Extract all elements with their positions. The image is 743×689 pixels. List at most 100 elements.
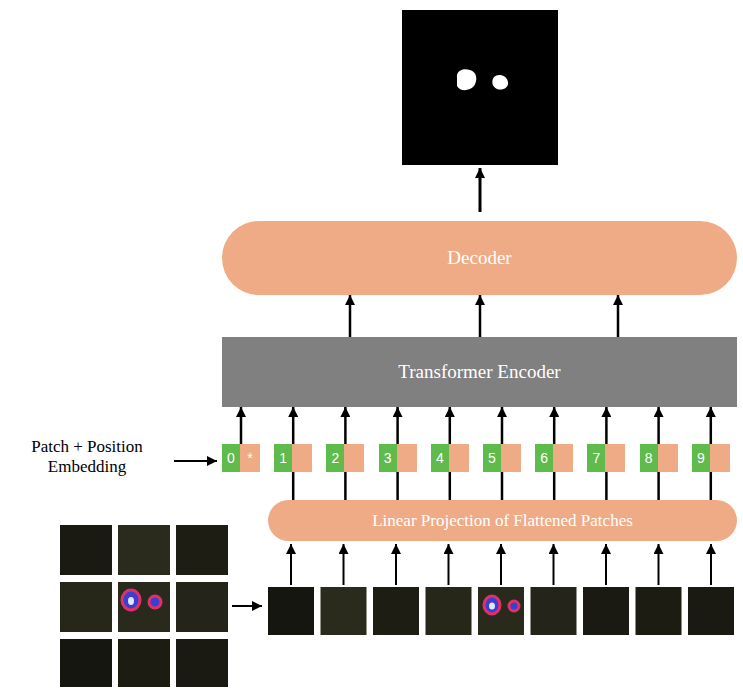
lesion-core (489, 603, 495, 610)
token-embedding: 9 (692, 444, 730, 472)
patch (118, 639, 170, 687)
position-index: 8 (645, 450, 653, 466)
flow-arrow (396, 407, 399, 444)
patch (176, 525, 228, 575)
token-embedding: 5 (483, 444, 521, 472)
patch-embedding (397, 444, 417, 472)
position-embedding: 2 (326, 444, 344, 472)
connector-line (449, 472, 452, 500)
patch (478, 587, 524, 635)
flow-arrow (344, 407, 347, 444)
token-embedding: 7 (587, 444, 625, 472)
patch (426, 587, 472, 635)
flatten-arrow (232, 605, 262, 607)
token-embedding: 6 (535, 444, 573, 472)
projection-box: Linear Projection of Flattened Patches (268, 500, 737, 541)
patch-arrow (658, 544, 660, 585)
lesion-blob (122, 590, 140, 610)
position-index: 6 (540, 450, 548, 466)
flow-arrow (605, 407, 608, 444)
position-embedding: 3 (379, 444, 397, 472)
patch-arrow (553, 544, 555, 585)
position-index: 3 (384, 450, 392, 466)
position-index: 2 (331, 450, 339, 466)
position-embedding: 7 (587, 444, 605, 472)
flow-arrow (292, 407, 295, 444)
patch (176, 639, 228, 687)
patch (373, 587, 419, 635)
flow-arrow (449, 407, 452, 444)
token-embedding: 3 (379, 444, 417, 472)
mask-blob (492, 75, 508, 90)
position-embedding: 8 (640, 444, 658, 472)
patch (176, 582, 228, 632)
encoder-box: Transformer Encoder (222, 337, 737, 407)
flow-arrow (479, 295, 482, 337)
connector-line (344, 472, 347, 500)
label-pointer (174, 460, 217, 462)
connector-line (396, 472, 399, 500)
patch-embedding (501, 444, 521, 472)
position-index: 0 (227, 450, 235, 466)
connector-line (710, 472, 713, 500)
position-index: 5 (488, 450, 496, 466)
patch (60, 639, 112, 687)
position-embedding: 0 (222, 444, 240, 472)
token-embedding: 4 (431, 444, 469, 472)
patch-embedding (553, 444, 573, 472)
patch-embedding (658, 444, 678, 472)
patch-arrows (291, 544, 711, 585)
patch-arrow (395, 544, 397, 585)
patch (60, 525, 112, 575)
box-title: Decoder (447, 247, 511, 269)
connector-line (553, 472, 556, 500)
position-embedding: 5 (483, 444, 501, 472)
position-embedding: 6 (535, 444, 553, 472)
patch-arrow (290, 544, 292, 585)
flow-arrow (553, 407, 556, 444)
connector-line (657, 472, 660, 500)
patch-arrow (605, 544, 607, 585)
patch-embedding (292, 444, 312, 472)
patch (583, 587, 629, 635)
position-index: 1 (279, 450, 287, 466)
patch-arrow (710, 544, 712, 585)
patch-embedding: * (240, 444, 260, 472)
position-index: 7 (592, 450, 600, 466)
token-embedding: 2 (326, 444, 364, 472)
patch-arrow (448, 544, 450, 585)
position-index: 4 (436, 450, 444, 466)
position-index: 9 (697, 450, 705, 466)
patch (268, 587, 314, 635)
token-embedding: 8 (640, 444, 678, 472)
flow-arrow (617, 295, 620, 337)
token-embedding: 1 (274, 444, 312, 472)
mask-blob (457, 69, 476, 90)
connector-line (501, 472, 504, 500)
flow-arrow (349, 295, 352, 337)
flow-arrow (240, 407, 243, 444)
patch (118, 582, 170, 632)
output-mask (402, 10, 558, 165)
annotation-label: Patch + Position Embedding (3, 437, 171, 478)
patch (60, 582, 112, 632)
patch-embedding (344, 444, 364, 472)
patch-strip (268, 587, 734, 635)
patch-arrow (500, 544, 502, 585)
lesion-blob (484, 596, 500, 614)
lesion-core (128, 597, 134, 605)
patch (321, 587, 367, 635)
token-embedding: 0* (222, 444, 260, 472)
decoder-box: Decoder (222, 221, 737, 295)
position-embedding: 4 (431, 444, 449, 472)
lesion-blob (509, 601, 519, 611)
patch (118, 525, 170, 575)
patch (688, 587, 734, 635)
box-title: Linear Projection of Flattened Patches (372, 511, 633, 531)
lesion-blob (149, 596, 161, 608)
patch-grid (60, 525, 228, 687)
patch-arrow (343, 544, 345, 585)
flow-arrow (657, 407, 660, 444)
flow-arrow (710, 407, 713, 444)
class-token-mark: * (247, 450, 252, 466)
